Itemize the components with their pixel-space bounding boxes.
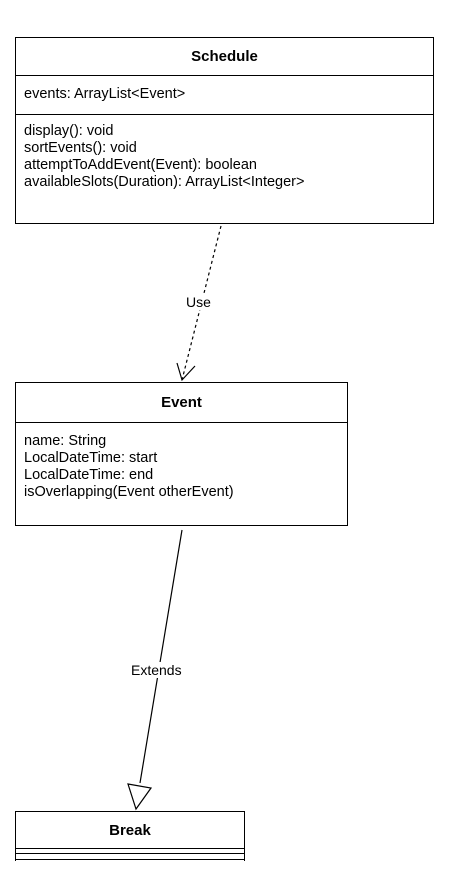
- schedule-class[interactable]: Schedule events: ArrayList<Event> displa…: [15, 37, 434, 224]
- schedule-attributes: events: ArrayList<Event>: [16, 76, 433, 114]
- event-attributes: name: String LocalDateTime: start LocalD…: [16, 423, 347, 501]
- schedule-operation-sort-events: sortEvents(): void: [24, 140, 137, 156]
- break-class[interactable]: Break: [15, 811, 245, 861]
- break-operations: [16, 854, 244, 860]
- event-attribute-end: LocalDateTime: end: [24, 467, 154, 483]
- use-label: Use: [184, 294, 213, 310]
- event-attribute-name: name: String: [24, 433, 107, 449]
- event-class-name: Event: [16, 383, 347, 423]
- event-class[interactable]: Event name: String LocalDateTime: start …: [15, 382, 348, 526]
- schedule-attribute-events: events: ArrayList<Event>: [24, 86, 186, 102]
- schedule-operation-display: display(): void: [24, 123, 114, 139]
- break-attributes: [16, 849, 244, 854]
- break-class-name: Break: [16, 812, 244, 849]
- schedule-class-name: Schedule: [16, 38, 433, 76]
- event-attribute-start: LocalDateTime: start: [24, 450, 158, 466]
- event-operation-is-overlapping: isOverlapping(Event otherEvent): [24, 484, 234, 500]
- schedule-operation-attempt-to-add-event: attemptToAddEvent(Event): boolean: [24, 157, 257, 173]
- extends-generalization-connector[interactable]: [127, 529, 183, 811]
- schedule-operations: display(): void sortEvents(): void attem…: [16, 114, 433, 191]
- extends-label: Extends: [129, 662, 184, 678]
- schedule-operation-available-slots: availableSlots(Duration): ArrayList<Inte…: [24, 174, 305, 190]
